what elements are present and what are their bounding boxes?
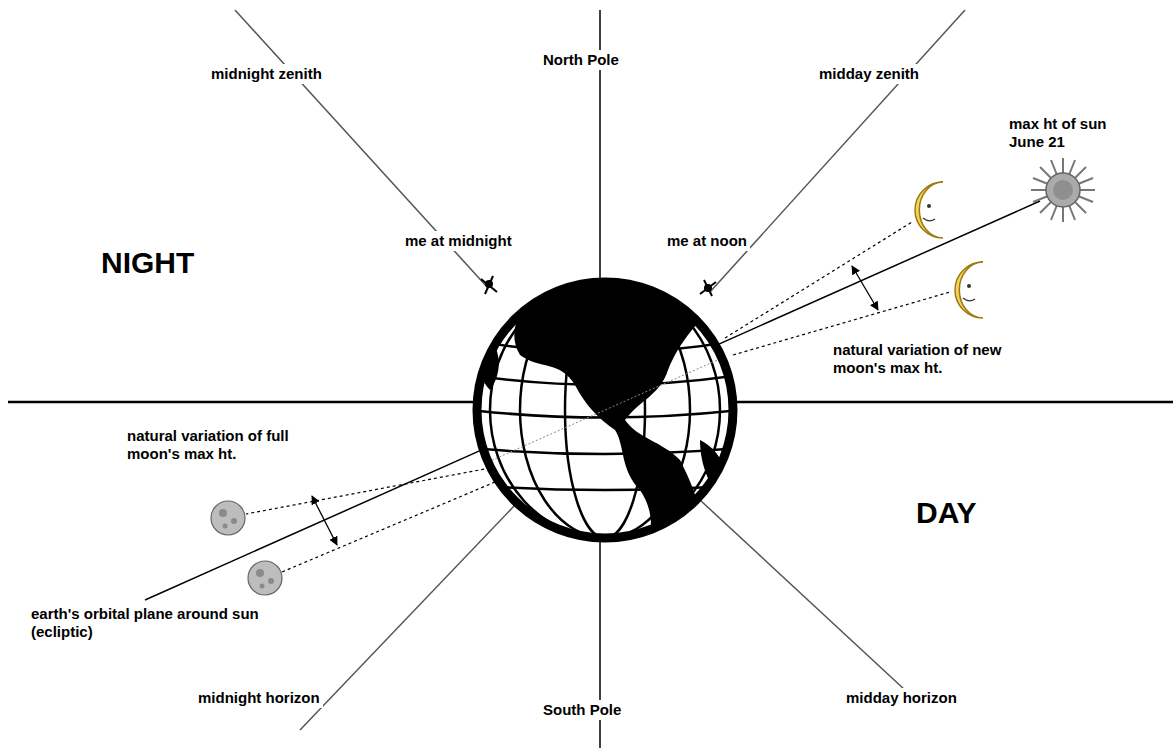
axis-label: midday zenith [816,64,922,84]
midday-horizon-line [700,500,905,690]
ecliptic-label: earth's orbital plane around sun (eclipt… [28,604,264,642]
globe [470,280,740,570]
region-label: NIGHT [98,244,197,282]
ecliptic-line [145,201,1040,600]
new-moon [955,262,983,318]
pole-label: North Pole [540,50,622,70]
observer-label: me at noon [664,231,750,251]
observer-label: me at midnight [402,231,515,251]
variation-label: natural variation of full moon's max ht. [124,426,340,464]
pole-label: South Pole [540,700,624,720]
new-moon [915,182,943,238]
axis-label: midday horizon [843,688,960,708]
midnight-horizon-line [300,505,515,730]
variation-arrow [852,266,878,310]
axis-label: midnight horizon [195,688,323,708]
observer-figure [481,276,716,296]
moon-sight-lines [246,222,950,572]
region-label: DAY [913,494,980,532]
variation-arrow [312,496,337,545]
axis-label: midnight zenith [208,64,325,84]
full-moon [211,501,245,535]
sun-label: max ht of sun June 21 [1006,114,1124,152]
variation-label: natural variation of new moon's max ht. [830,340,1036,378]
sun [1031,158,1095,222]
full-moon [248,561,282,595]
